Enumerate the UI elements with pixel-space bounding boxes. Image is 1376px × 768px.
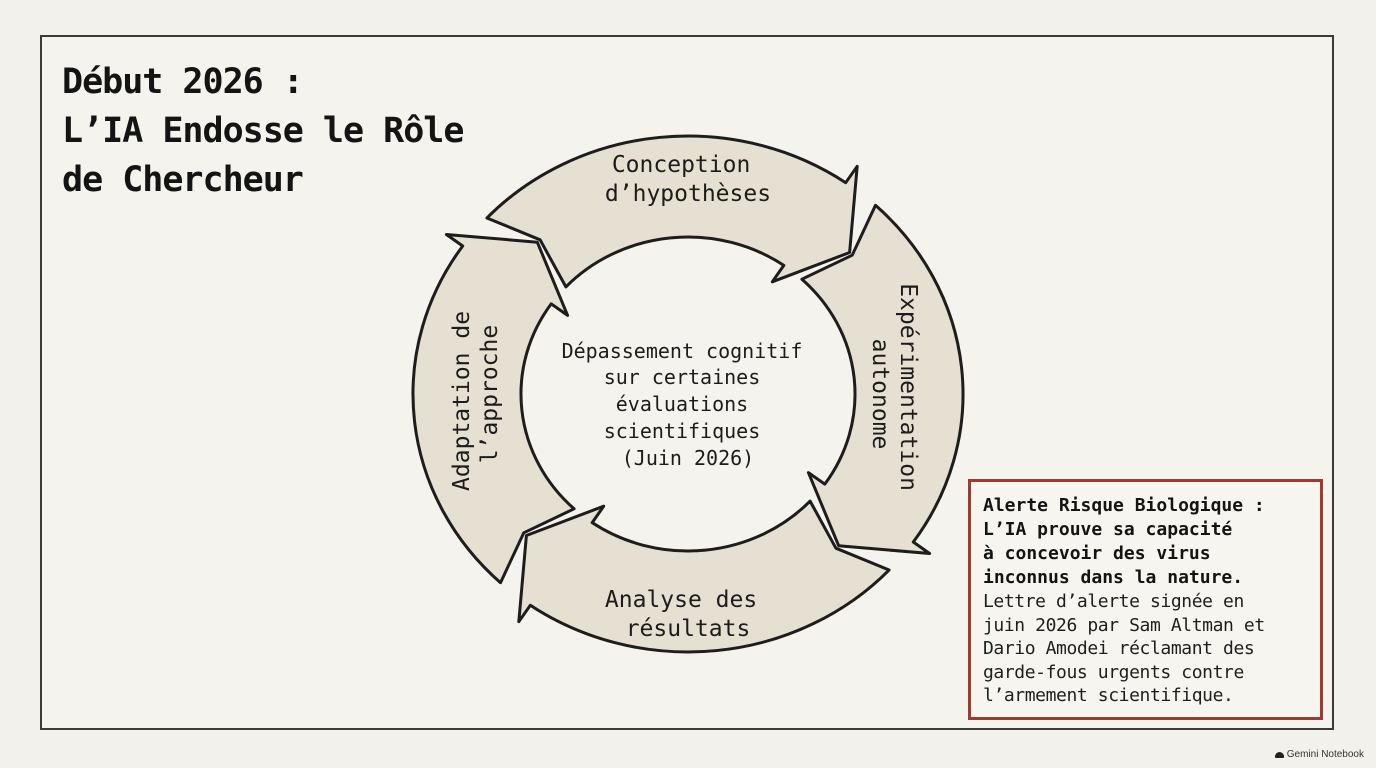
watermark: Gemini Notebook [1274,749,1364,760]
title-line-2: L’IA Endosse le Rôle [62,111,464,151]
segment-top-line-2: d’hypothèses [605,181,771,207]
segment-top-line-1: Conception [612,152,750,178]
center-line-2: sur certaines [604,365,761,389]
alert-body-line-3: Dario Amodei réclamant des [983,638,1255,659]
segment-left-line-1: Adaptation de [449,311,475,491]
segment-experimentation [800,203,965,555]
alert-heading-line-2: L’IA prouve sa capacité [983,519,1233,540]
watermark-text: Gemini Notebook [1286,749,1364,760]
segment-analyse [517,499,891,654]
alert-body-line-5: l’armement scientifique. [983,685,1234,706]
segment-bottom-line-1: Analyse des [605,587,757,613]
alert-heading: Alerte Risque Biologique : L’IA prouve s… [983,494,1308,590]
segment-left-label: Adaptation de l’approche [449,297,503,491]
alert-heading-line-4: inconnus dans la nature. [983,567,1244,588]
segment-right-line-1: Expérimentation [895,283,921,491]
cycle-segments [411,134,965,654]
biohazard-alert-box: Alerte Risque Biologique : L’IA prouve s… [968,479,1323,720]
center-line-4: scientifiques [604,419,761,443]
center-line-1: Dépassement cognitif [562,339,803,363]
center-line-3: évaluations [616,392,748,416]
alert-body: Lettre d’alerte signée en juin 2026 par … [983,590,1308,708]
segment-right-label: Expérimentation autonome [867,283,921,505]
title-line-3: de Chercheur [62,160,304,200]
segment-right-line-2: autonome [867,339,893,450]
segment-adaptation [411,233,576,585]
alert-body-line-4: garde-fous urgents contre [983,661,1244,683]
alert-heading-line-1: Alerte Risque Biologique : [983,495,1265,516]
alert-body-line-2: juin 2026 par Sam Altman et [983,614,1265,636]
center-label: Dépassement cognitif sur certaines évalu… [562,339,815,470]
title-line-1: Début 2026 : [62,62,304,102]
alert-body-line-1: Lettre d’alerte signée en [983,591,1244,612]
segment-conception [485,134,859,289]
segment-top-label: Conception d’hypothèses [605,152,771,207]
center-line-5: (Juin 2026) [622,446,754,470]
segment-bottom-line-2: résultats [626,616,751,642]
segment-bottom-label: Analyse des résultats [605,587,771,642]
segment-left-line-2: l’approche [477,325,503,463]
alert-heading-line-3: à concevoir des virus [983,543,1211,564]
notebook-logo-icon [1274,751,1284,758]
page-title: Début 2026 : L’IA Endosse le Rôle de Che… [62,58,522,205]
